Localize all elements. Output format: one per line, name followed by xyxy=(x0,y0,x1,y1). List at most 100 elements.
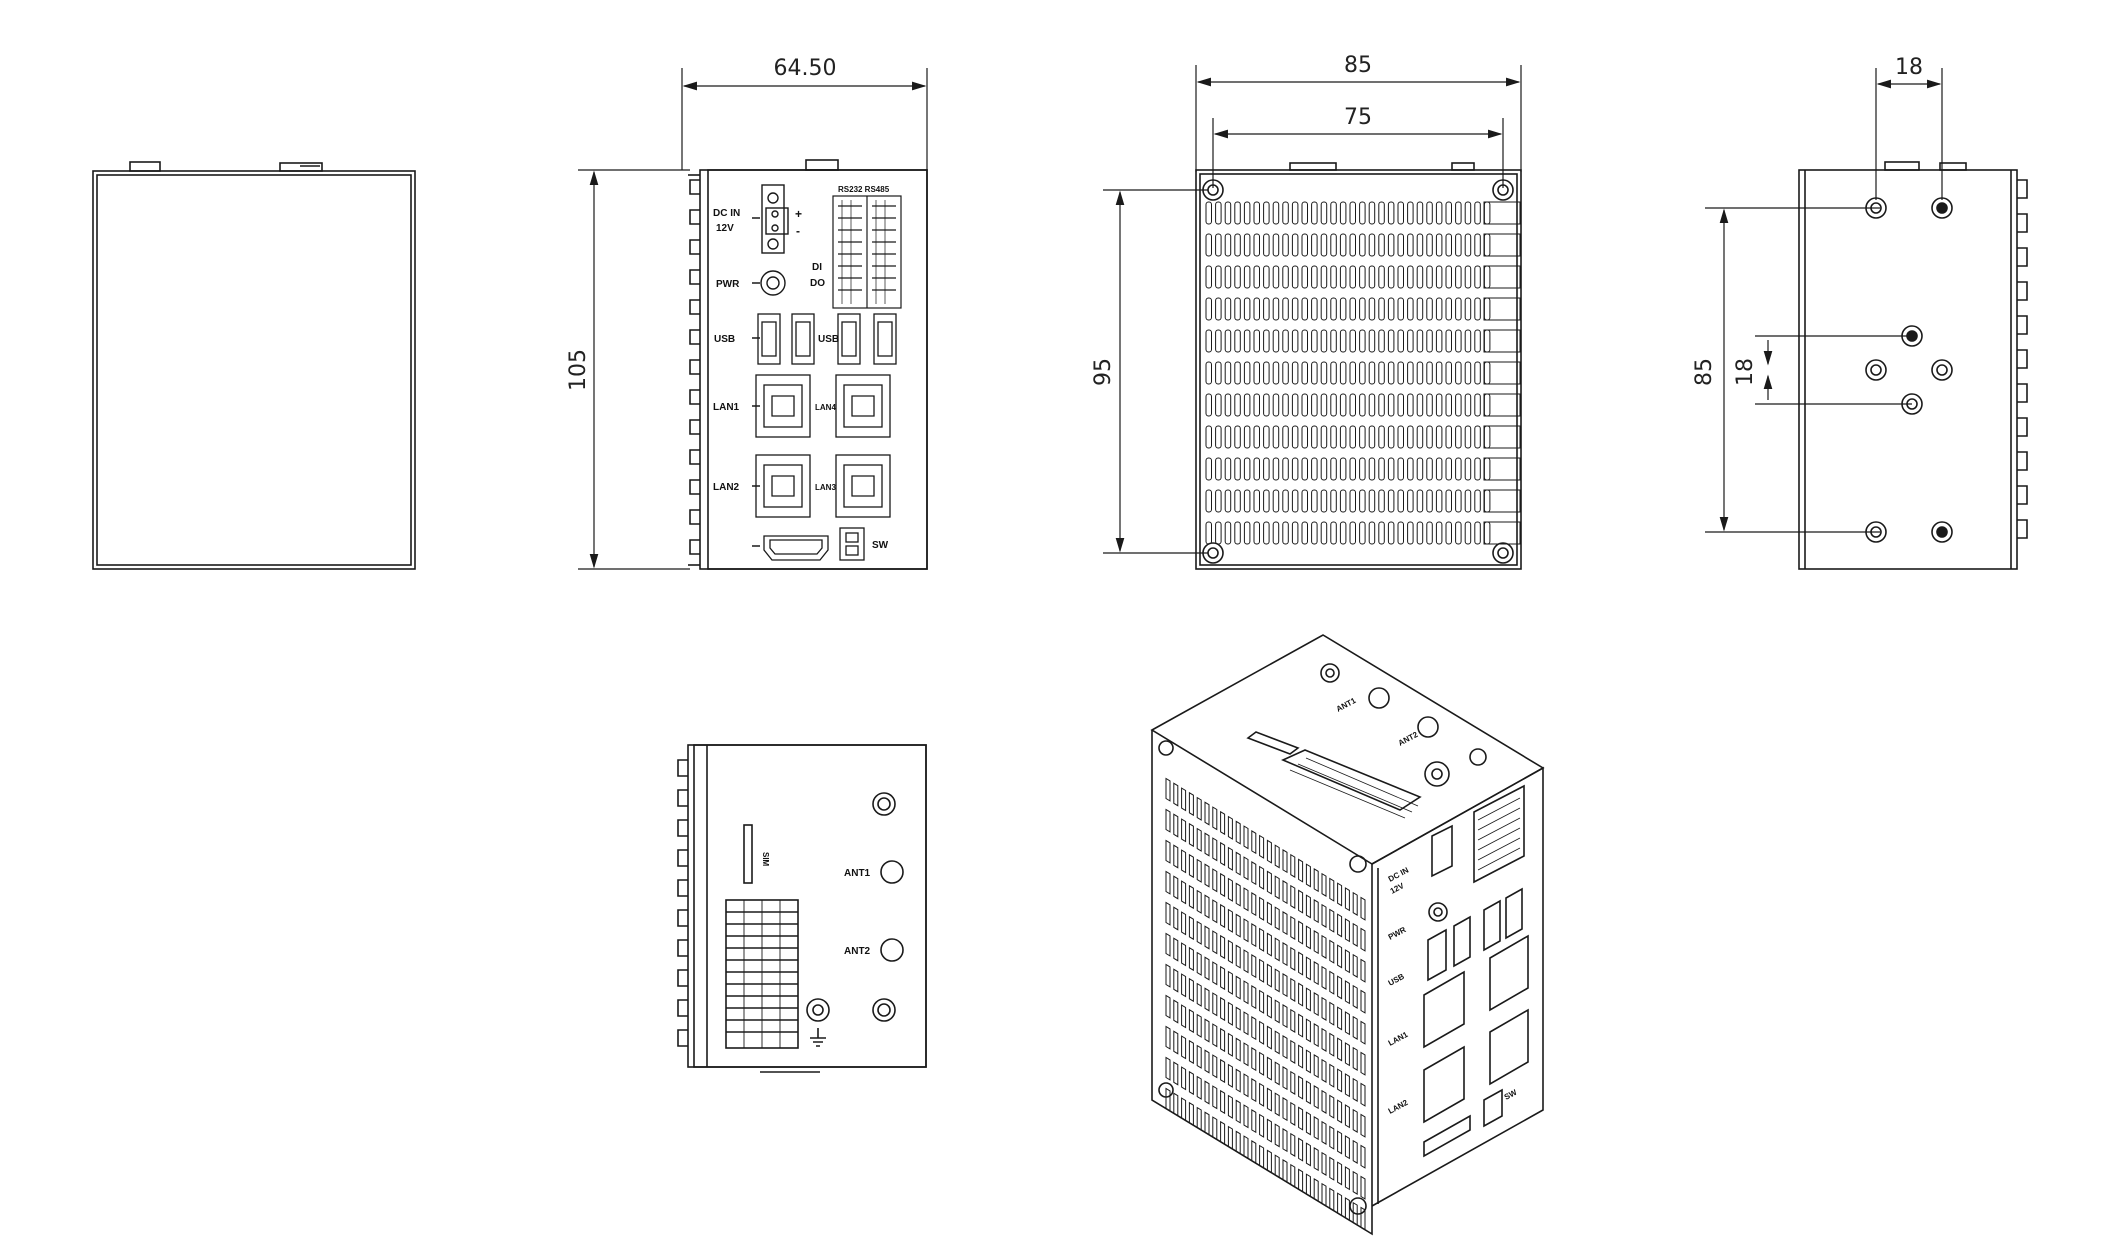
fin-slot xyxy=(1464,201,1472,225)
iso-fin-slot xyxy=(1360,989,1366,1014)
fin-slot xyxy=(1234,297,1241,321)
iso-fin-slot xyxy=(1181,1066,1187,1091)
fin-slot xyxy=(1378,201,1385,225)
fin-slot xyxy=(1339,329,1347,353)
iso-fin-slot xyxy=(1352,953,1358,978)
fin-slot xyxy=(1483,329,1491,353)
fin-slot xyxy=(1301,233,1308,257)
fin-slot xyxy=(1435,329,1443,353)
iso-fin-slot xyxy=(1235,944,1241,969)
iso-fin-slot xyxy=(1235,1130,1241,1155)
fin-slot xyxy=(1339,489,1347,513)
iso-fin-slot xyxy=(1196,827,1202,852)
iso-fin-slot xyxy=(1212,899,1218,924)
iso-fin-slot xyxy=(1266,901,1272,926)
fin-slot xyxy=(1243,489,1251,513)
fin-slot xyxy=(1426,521,1433,545)
iso-fin-slot xyxy=(1251,954,1257,979)
fin-slot xyxy=(1426,265,1433,289)
iso-fin-slot xyxy=(1259,1051,1265,1076)
fin-slot xyxy=(1407,489,1414,513)
fin-slot xyxy=(1224,425,1232,449)
iso-fin-slot xyxy=(1259,1113,1265,1138)
iso-fin-slot xyxy=(1290,915,1296,940)
fin-slot xyxy=(1368,233,1376,257)
dc-in-connector xyxy=(761,184,789,254)
fin-slot xyxy=(1455,521,1462,545)
fin-slot xyxy=(1416,297,1424,321)
fin-slot xyxy=(1483,201,1491,225)
iso-fin-slot xyxy=(1344,1104,1350,1129)
iso-fin-slot xyxy=(1181,1004,1187,1029)
iso-fin-slot xyxy=(1243,1042,1249,1067)
dip-switch xyxy=(839,527,865,561)
iso-fin-slot xyxy=(1227,939,1233,964)
fin-slot xyxy=(1215,233,1222,257)
iso-fin-slot xyxy=(1305,1018,1311,1043)
iso-fin-slot xyxy=(1181,942,1187,967)
fin-slot xyxy=(1445,201,1452,225)
iso-fin-slot xyxy=(1344,1011,1350,1036)
fin-slot xyxy=(1253,361,1260,385)
ant2-label: ANT2 xyxy=(844,946,871,957)
iso-fin-slot xyxy=(1227,815,1233,840)
iso-fin-slot xyxy=(1212,1023,1218,1048)
fin-slot xyxy=(1474,393,1481,417)
fin-tab xyxy=(1483,233,1521,257)
fin-slot xyxy=(1349,201,1356,225)
iso-fin-slot xyxy=(1274,1061,1280,1086)
iso-fin-slot xyxy=(1290,1163,1296,1188)
iso-fin-slot xyxy=(1204,1049,1210,1074)
fin-slot xyxy=(1349,361,1356,385)
iso-fin-slot xyxy=(1243,887,1249,912)
fin-slot xyxy=(1205,201,1212,225)
iso-fin-slot xyxy=(1313,899,1319,924)
fin-slot xyxy=(1445,489,1452,513)
fin-slot xyxy=(1368,329,1376,353)
fin-slot xyxy=(1330,361,1337,385)
iso-fin-slot xyxy=(1204,832,1210,857)
iso-fin-slot xyxy=(1344,980,1350,1005)
fin-slot xyxy=(1330,329,1337,353)
fin-slot xyxy=(1311,265,1318,289)
fin-tab xyxy=(1483,489,1521,513)
iso-fin-slot xyxy=(1220,965,1226,991)
fin-slot xyxy=(1339,425,1347,449)
iso-fin-slot xyxy=(1235,1006,1241,1031)
fin-slot xyxy=(1464,521,1472,545)
fin-slot xyxy=(1474,425,1481,449)
fin-slot xyxy=(1215,457,1222,481)
iso-fin-slot xyxy=(1165,932,1171,957)
fin-slot xyxy=(1435,521,1443,545)
iso-fin-slot xyxy=(1313,1023,1319,1048)
fin-slot xyxy=(1445,393,1452,417)
iso-fin-slot xyxy=(1298,1137,1304,1162)
sw-label: SW xyxy=(872,540,889,551)
iso-fin-slot xyxy=(1204,1080,1210,1105)
serial-label: RS232 RS485 xyxy=(838,185,890,194)
lan-ports xyxy=(755,374,891,518)
heatsink-fins xyxy=(1205,201,1521,545)
fin-slot xyxy=(1272,265,1280,289)
iso-fin-slot xyxy=(1337,1099,1343,1124)
iso-fin-slot xyxy=(1212,992,1218,1017)
fin-slot xyxy=(1263,329,1270,353)
iso-fin-slot xyxy=(1329,1156,1335,1181)
iso-fin-slot xyxy=(1196,796,1202,821)
fin-slot xyxy=(1397,297,1404,321)
iso-fin-slot xyxy=(1305,1142,1311,1167)
iso-fin-slot xyxy=(1282,942,1288,967)
iso-fin-slot xyxy=(1360,1020,1366,1045)
fin-slot xyxy=(1330,489,1337,513)
fin-slot xyxy=(1234,361,1241,385)
fin-tab xyxy=(1483,521,1521,545)
iso-fin-slot xyxy=(1305,925,1311,950)
iso-fin-slot xyxy=(1298,1044,1304,1069)
iso-fin-slot xyxy=(1290,884,1296,909)
fin-slot xyxy=(1368,265,1376,289)
fin-slot xyxy=(1215,425,1222,449)
fin-slot xyxy=(1320,425,1328,449)
fin-slot xyxy=(1378,457,1385,481)
iso-fin-slot xyxy=(1321,996,1327,1021)
fin-slot xyxy=(1474,329,1481,353)
